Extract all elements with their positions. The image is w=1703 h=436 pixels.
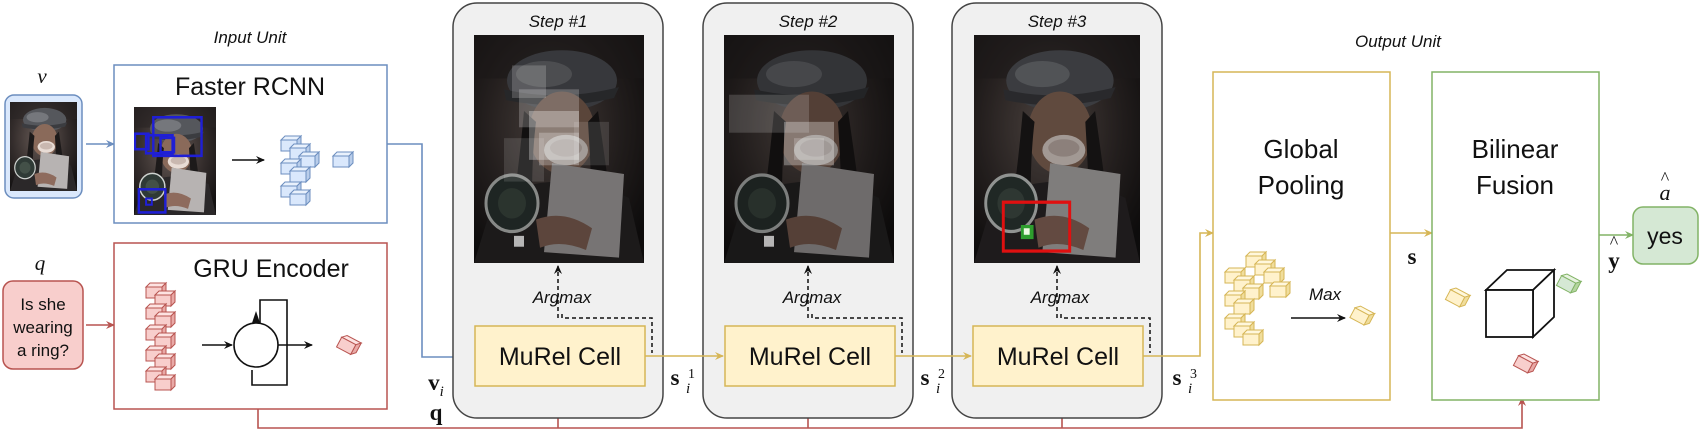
svg-text:3: 3 [1190, 367, 1197, 382]
svg-text:s: s [1173, 365, 1182, 390]
step-3-murel-cell-label: MuRel Cell [997, 343, 1119, 371]
svg-text:^: ^ [1661, 168, 1670, 188]
step-1-attention-image [474, 35, 644, 263]
state-label-2: s 2 i [921, 365, 945, 397]
gru-encoder-title: GRU Encoder [193, 255, 349, 283]
fusion-output-green-cuboid [1555, 273, 1583, 294]
svg-text:i: i [1188, 381, 1192, 397]
step-3-attention-image [974, 35, 1140, 263]
question-variable-q: q [35, 251, 46, 275]
svg-text:a: a [1660, 180, 1671, 205]
max-label: Max [1309, 285, 1342, 304]
pooled-state-label: s [1408, 244, 1417, 269]
question-bubble: Is she wearing a ring? [2, 280, 84, 370]
rcnn-detection-image [134, 107, 216, 215]
bilinear-tensor-cube [1483, 267, 1557, 340]
gru-recurrent-unit [202, 299, 313, 386]
image-variable-v: v [37, 64, 47, 88]
gru-encoder-box: GRU Encoder [113, 242, 388, 410]
step-3-argmax-dashed-link [1060, 314, 1151, 353]
question-line-2: wearing [12, 318, 73, 337]
step-1-murel-cell-label: MuRel Cell [499, 343, 621, 371]
output-unit-label: Output Unit [1355, 32, 1442, 51]
step-2-title: Step #2 [779, 12, 838, 31]
input-image-thumbnail [4, 94, 83, 199]
bilinear-fusion-title-line-2: Fusion [1476, 170, 1554, 200]
step-1-argmax-dashed-link [561, 314, 653, 353]
faster-rcnn-title: Faster RCNN [175, 73, 325, 101]
question-features-label: q [430, 400, 443, 425]
step-2-murel-cell-label: MuRel Cell [749, 343, 871, 371]
svg-text:^: ^ [1610, 232, 1619, 252]
step-3-argmax-label: Argmax [1030, 288, 1090, 307]
step-3-panel: Step #3 Argmax MuRel Cell [951, 2, 1163, 419]
svg-text:y: y [1608, 248, 1620, 273]
question-line-3: a ring? [17, 341, 69, 360]
step-2-attention-image [724, 35, 894, 263]
step-2-argmax-dashed-link [811, 314, 903, 353]
svg-text:i: i [686, 381, 690, 397]
arrow-cell3-to-pooling [1143, 229, 1214, 357]
step-1-argmax-label: Argmax [532, 288, 592, 307]
svg-text:i: i [936, 381, 940, 397]
answer-variable-label: ^ a [1660, 168, 1671, 205]
answer-bubble: yes [1632, 206, 1699, 265]
visual-features-label: vi [428, 370, 444, 400]
step-3-title: Step #3 [1028, 12, 1087, 31]
svg-text:s: s [921, 365, 930, 390]
bilinear-fusion-box: Bilinear Fusion [1431, 71, 1600, 401]
step-2-panel: Step #2 Argmax MuRel Cell [702, 2, 914, 419]
bilinear-fusion-title-line-1: Bilinear [1472, 134, 1559, 164]
step-1-murel-cell [474, 325, 646, 387]
answer-text: yes [1647, 223, 1683, 249]
output-y-hat-label: ^ y [1608, 232, 1620, 273]
global-pooling-title-line-2: Pooling [1258, 170, 1345, 200]
svg-text:s: s [671, 365, 680, 390]
svg-text:1: 1 [688, 367, 695, 382]
faster-rcnn-box: Faster RCNN [113, 64, 388, 224]
arrow-visual-features-to-cell1 [387, 143, 471, 361]
input-unit-label: Input Unit [214, 28, 288, 47]
state-label-3: s 3 i [1173, 365, 1197, 397]
svg-text:2: 2 [938, 367, 945, 382]
global-pooling-title-line-1: Global [1263, 134, 1338, 164]
question-line-1: Is she [20, 295, 65, 314]
global-pooling-box: Global Pooling Max [1212, 71, 1391, 401]
state-label-1: s 1 i [671, 365, 695, 397]
step-2-argmax-label: Argmax [782, 288, 842, 307]
step-2-murel-cell [724, 325, 896, 387]
step-1-panel: Step #1 Argmax MuRel Cell [452, 2, 664, 419]
step-1-title: Step #1 [529, 12, 588, 31]
